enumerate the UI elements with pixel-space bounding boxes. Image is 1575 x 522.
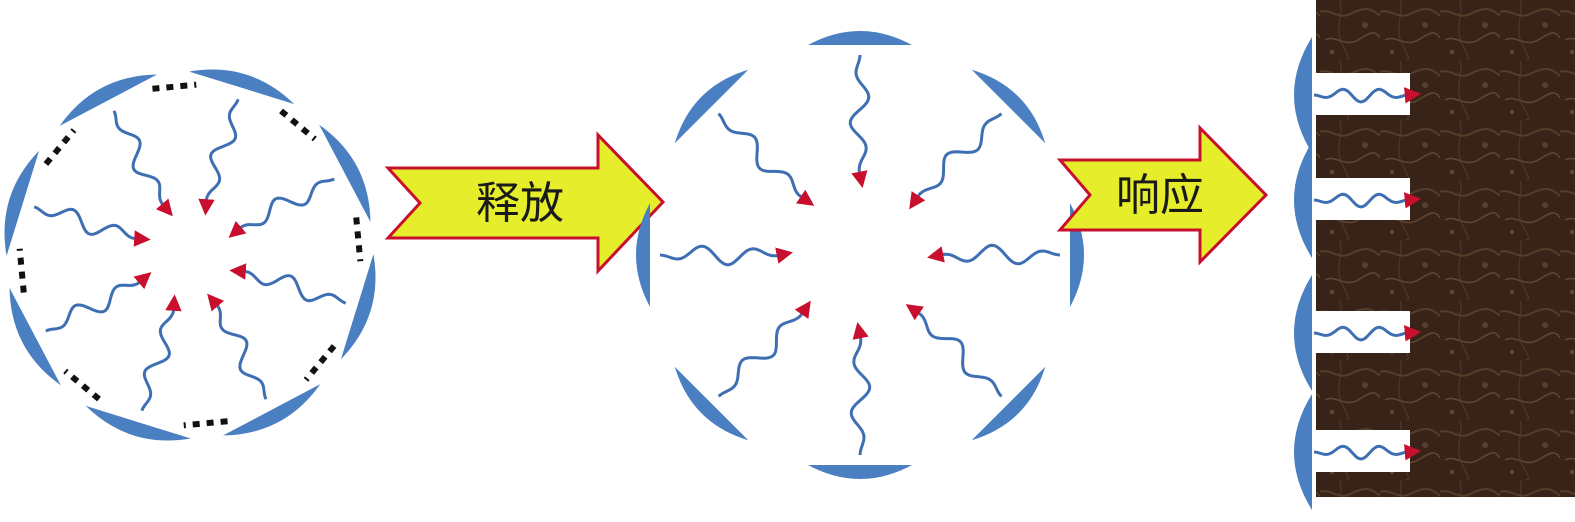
release-label: 释放 <box>476 178 564 229</box>
hydrophobic-tail <box>1313 325 1422 342</box>
hydrophobic-tail <box>717 112 815 206</box>
surfactant-molecule <box>659 244 793 267</box>
hydrophobic-tail <box>228 177 335 238</box>
release-arrow: 释放 <box>384 131 666 275</box>
surfactant-molecule <box>198 98 240 216</box>
hydrophobic-tail <box>198 98 240 216</box>
hydrophobic-tail <box>112 110 173 217</box>
hydrophobic-tail <box>849 322 872 456</box>
dotted-bridge <box>183 418 228 429</box>
dotted-bridge <box>16 248 27 293</box>
shell-cap <box>1294 37 1312 153</box>
hydrophobic-tail <box>927 243 1061 266</box>
surfactant-molecule <box>717 112 815 206</box>
dotted-bridge <box>152 81 197 92</box>
surfactant-molecule <box>905 304 1003 398</box>
surfactant-molecule <box>112 110 173 217</box>
pore-channel <box>1312 178 1410 220</box>
hydrophobic-tail <box>848 54 871 188</box>
hydrophobic-tail <box>909 112 1003 210</box>
hydrophobic-tail <box>717 300 811 398</box>
pore-channel <box>1312 311 1410 353</box>
released-fragments <box>636 31 1084 479</box>
dotted-bridge <box>353 217 364 262</box>
closed-micelle <box>4 69 376 441</box>
shell-cap <box>636 203 650 307</box>
shell-cap <box>674 69 749 144</box>
hydrophobic-tail <box>140 294 182 412</box>
adsorbed-molecules <box>1294 37 1422 510</box>
hydrophobic-tail <box>659 244 793 267</box>
hydrophobic-tail <box>905 304 1003 398</box>
dotted-bridge <box>43 128 77 166</box>
shell-cap <box>674 366 749 441</box>
hydrophobic-tail <box>207 293 268 400</box>
shell-cap <box>59 74 157 126</box>
dotted-bridge <box>303 344 337 382</box>
hydrophobic-tail <box>229 263 347 305</box>
surfactant-molecule <box>229 263 347 305</box>
shell-cap <box>1294 142 1312 258</box>
shell-cap <box>1294 275 1312 391</box>
surfactant-molecule <box>909 112 1003 210</box>
hydrophobic-tail <box>45 272 152 333</box>
dotted-bridge <box>63 368 101 402</box>
shell-cap <box>971 366 1046 441</box>
surfactant-molecule <box>1313 325 1422 342</box>
shell-cap <box>340 254 376 360</box>
surfactant-molecule <box>927 243 1061 266</box>
shell-cap <box>808 465 912 479</box>
surfactant-molecule <box>849 322 872 456</box>
shell-cap <box>971 69 1046 144</box>
surfactant-molecule <box>1313 87 1422 104</box>
surfactant-molecule <box>140 294 182 412</box>
shell-cap <box>85 405 191 441</box>
surfactant-molecule <box>33 205 151 247</box>
hydrophobic-tail <box>1313 444 1422 461</box>
surfactant-molecule <box>1313 444 1422 461</box>
response-arrow: 响应 <box>1056 124 1269 266</box>
shell-cap <box>223 384 321 436</box>
hydrophobic-tail <box>33 205 151 247</box>
shell-cap <box>189 69 295 105</box>
shell-cap <box>808 31 912 45</box>
shell-cap <box>319 124 371 222</box>
shell-cap <box>9 288 61 386</box>
surfactant-molecule <box>45 272 152 333</box>
hydrophobic-tail <box>1313 192 1422 209</box>
surfactant-molecule <box>207 293 268 400</box>
surfactant-molecule <box>228 177 335 238</box>
shell-cap <box>1294 394 1312 510</box>
surfactant-molecule <box>717 300 811 398</box>
pore-channel <box>1312 73 1410 115</box>
shell-cap <box>4 150 40 256</box>
pore-channel <box>1312 430 1410 472</box>
response-label: 响应 <box>1116 170 1204 221</box>
hydrophobic-tail <box>1313 87 1422 104</box>
surfactant-molecule <box>1313 192 1422 209</box>
dotted-bridge <box>279 108 317 142</box>
surfactant-molecule <box>848 54 871 188</box>
